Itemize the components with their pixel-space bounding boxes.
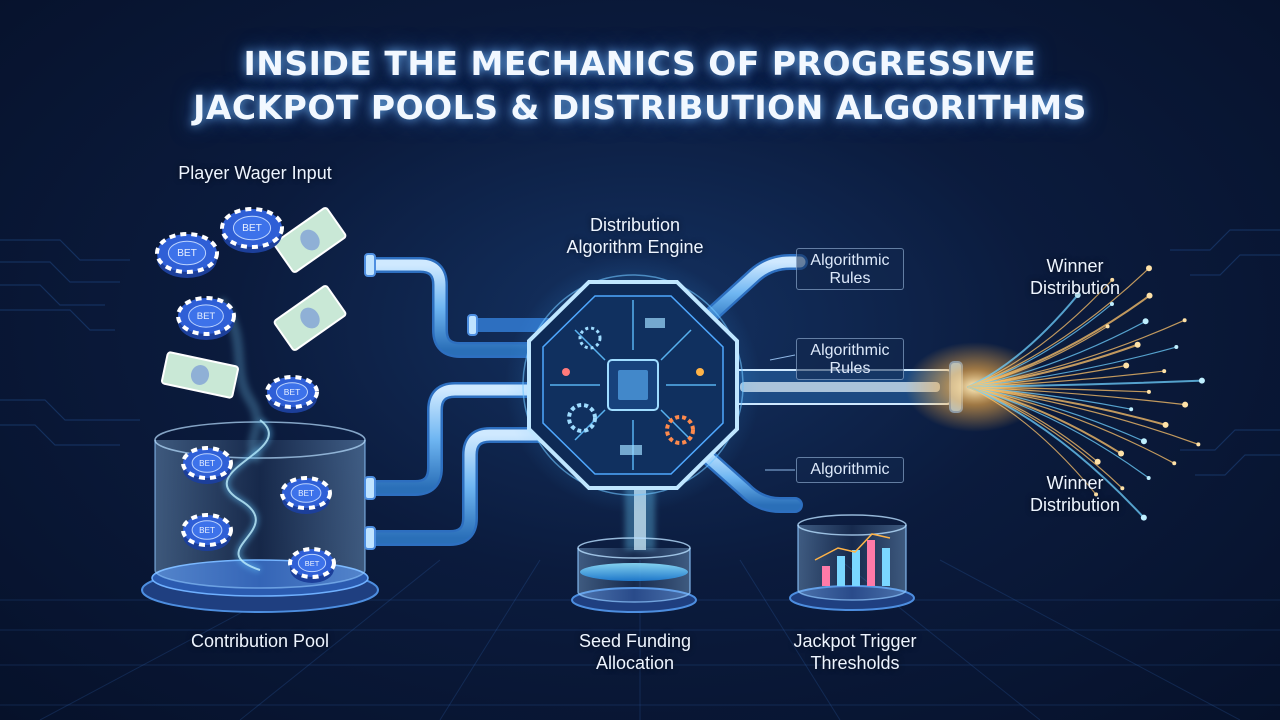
poker-chip: BET <box>178 298 234 340</box>
burst-spark <box>1110 302 1114 306</box>
burst-spark <box>1143 318 1149 324</box>
burst-spark <box>1147 390 1151 394</box>
page-title: INSIDE THE MECHANICS OF PROGRESSIVE JACK… <box>0 42 1280 130</box>
title-line-2: JACKPOT POOLS & DISTRIBUTION ALGORITHMS <box>0 86 1280 130</box>
rule-box-3: Algorithmic <box>796 457 904 483</box>
chip-label: BET <box>242 223 262 234</box>
title-line-1: INSIDE THE MECHANICS OF PROGRESSIVE <box>0 42 1280 86</box>
poker-chip: BET <box>282 478 330 514</box>
burst-spark <box>1162 369 1166 373</box>
jackpot-trigger-label: Jackpot Trigger Thresholds <box>760 630 950 674</box>
circuit-traces-left <box>0 240 140 445</box>
burst-spark <box>1199 378 1205 384</box>
seed-funding-beaker <box>572 538 696 612</box>
burst-spark <box>1129 407 1133 411</box>
chip-label: BET <box>305 559 320 568</box>
burst-spark <box>1183 318 1187 322</box>
cash-bill <box>273 207 346 273</box>
burst-spark <box>1174 345 1178 349</box>
burst-spark <box>1106 324 1110 328</box>
burst-spark <box>1135 342 1141 348</box>
poker-chip: BET <box>267 377 317 413</box>
poker-chip: BET <box>290 549 334 583</box>
chip-label: BET <box>284 387 301 397</box>
poker-chip: BET <box>183 515 231 551</box>
cash-bill <box>161 352 238 398</box>
burst-spark <box>1163 422 1169 428</box>
seed-funding-label: Seed Funding Allocation <box>540 630 730 674</box>
poker-chip: BET <box>157 234 217 278</box>
poker-chip: BET <box>183 448 231 484</box>
burst-spark <box>1118 451 1124 457</box>
engine-label: Distribution Algorithm Engine <box>520 214 750 258</box>
wager-input-label: Player Wager Input <box>150 162 360 184</box>
jackpot-trigger-cylinder <box>790 515 914 610</box>
rule-box-1: Algorithmic Rules <box>796 248 904 290</box>
pipe-end-caps <box>365 254 477 549</box>
winner-distribution-bottom-label: Winner Distribution <box>990 472 1160 516</box>
cash-bill <box>273 285 346 351</box>
burst-spark <box>1182 402 1188 408</box>
circuit-traces-right <box>1170 230 1280 475</box>
burst-spark <box>1172 461 1176 465</box>
contribution-pool-label: Contribution Pool <box>150 630 370 652</box>
burst-spark <box>1141 438 1147 444</box>
winner-distribution-top-label: Winner Distribution <box>990 255 1160 299</box>
chip-label: BET <box>199 526 215 535</box>
contribution-pool-cylinder <box>142 420 378 612</box>
poker-chip: BET <box>222 209 282 253</box>
chip-label: BET <box>177 248 197 259</box>
algorithm-engine <box>505 257 761 513</box>
rule-box-2: Algorithmic Rules <box>796 338 904 380</box>
chip-label: BET <box>197 311 216 322</box>
burst-spark <box>1196 442 1200 446</box>
burst-spark <box>1123 362 1129 368</box>
chip-label: BET <box>298 489 314 498</box>
chip-label: BET <box>199 459 215 468</box>
